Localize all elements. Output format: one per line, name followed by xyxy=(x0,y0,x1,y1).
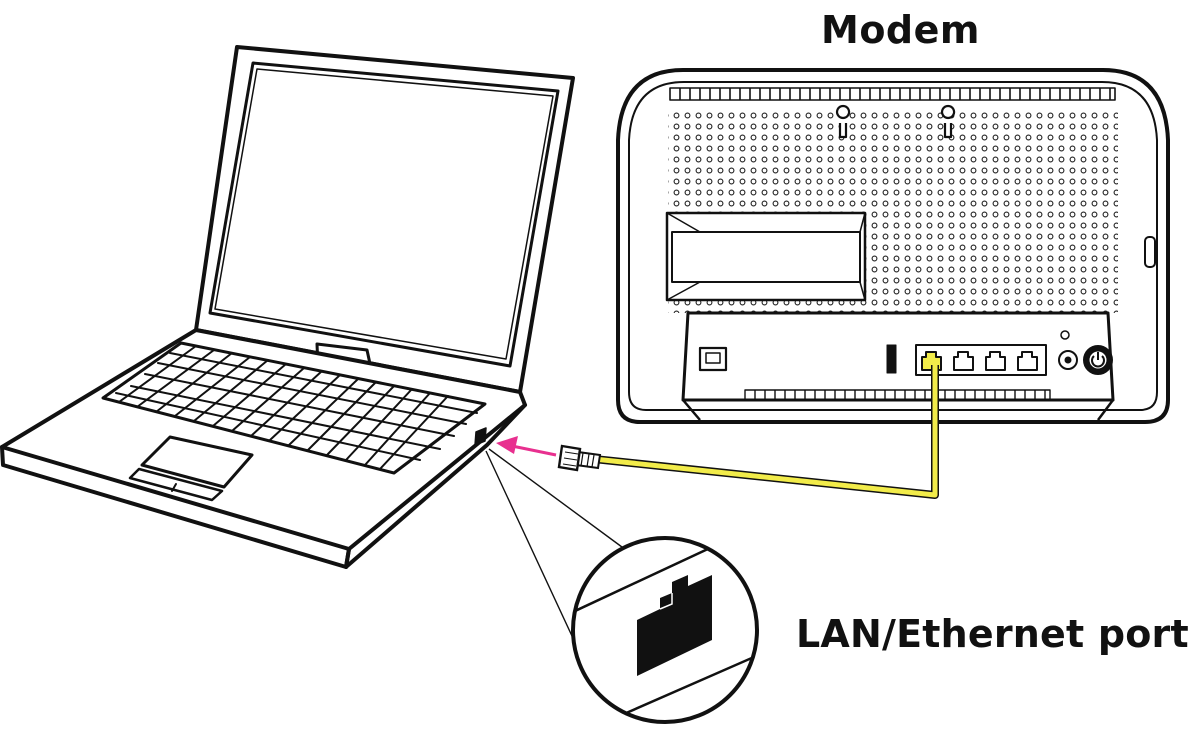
modem-icon xyxy=(616,68,1170,424)
lan-port-label: LAN/Ethernet port xyxy=(796,612,1189,656)
power-button-icon xyxy=(1083,345,1113,375)
laptop-icon xyxy=(0,45,575,569)
arrow-icon xyxy=(496,436,557,457)
modem-label: Modem xyxy=(821,8,980,52)
ethernet-port-icon xyxy=(571,536,759,724)
ethernet-cable-icon xyxy=(557,365,939,499)
zoom-callout-lines xyxy=(485,448,627,637)
